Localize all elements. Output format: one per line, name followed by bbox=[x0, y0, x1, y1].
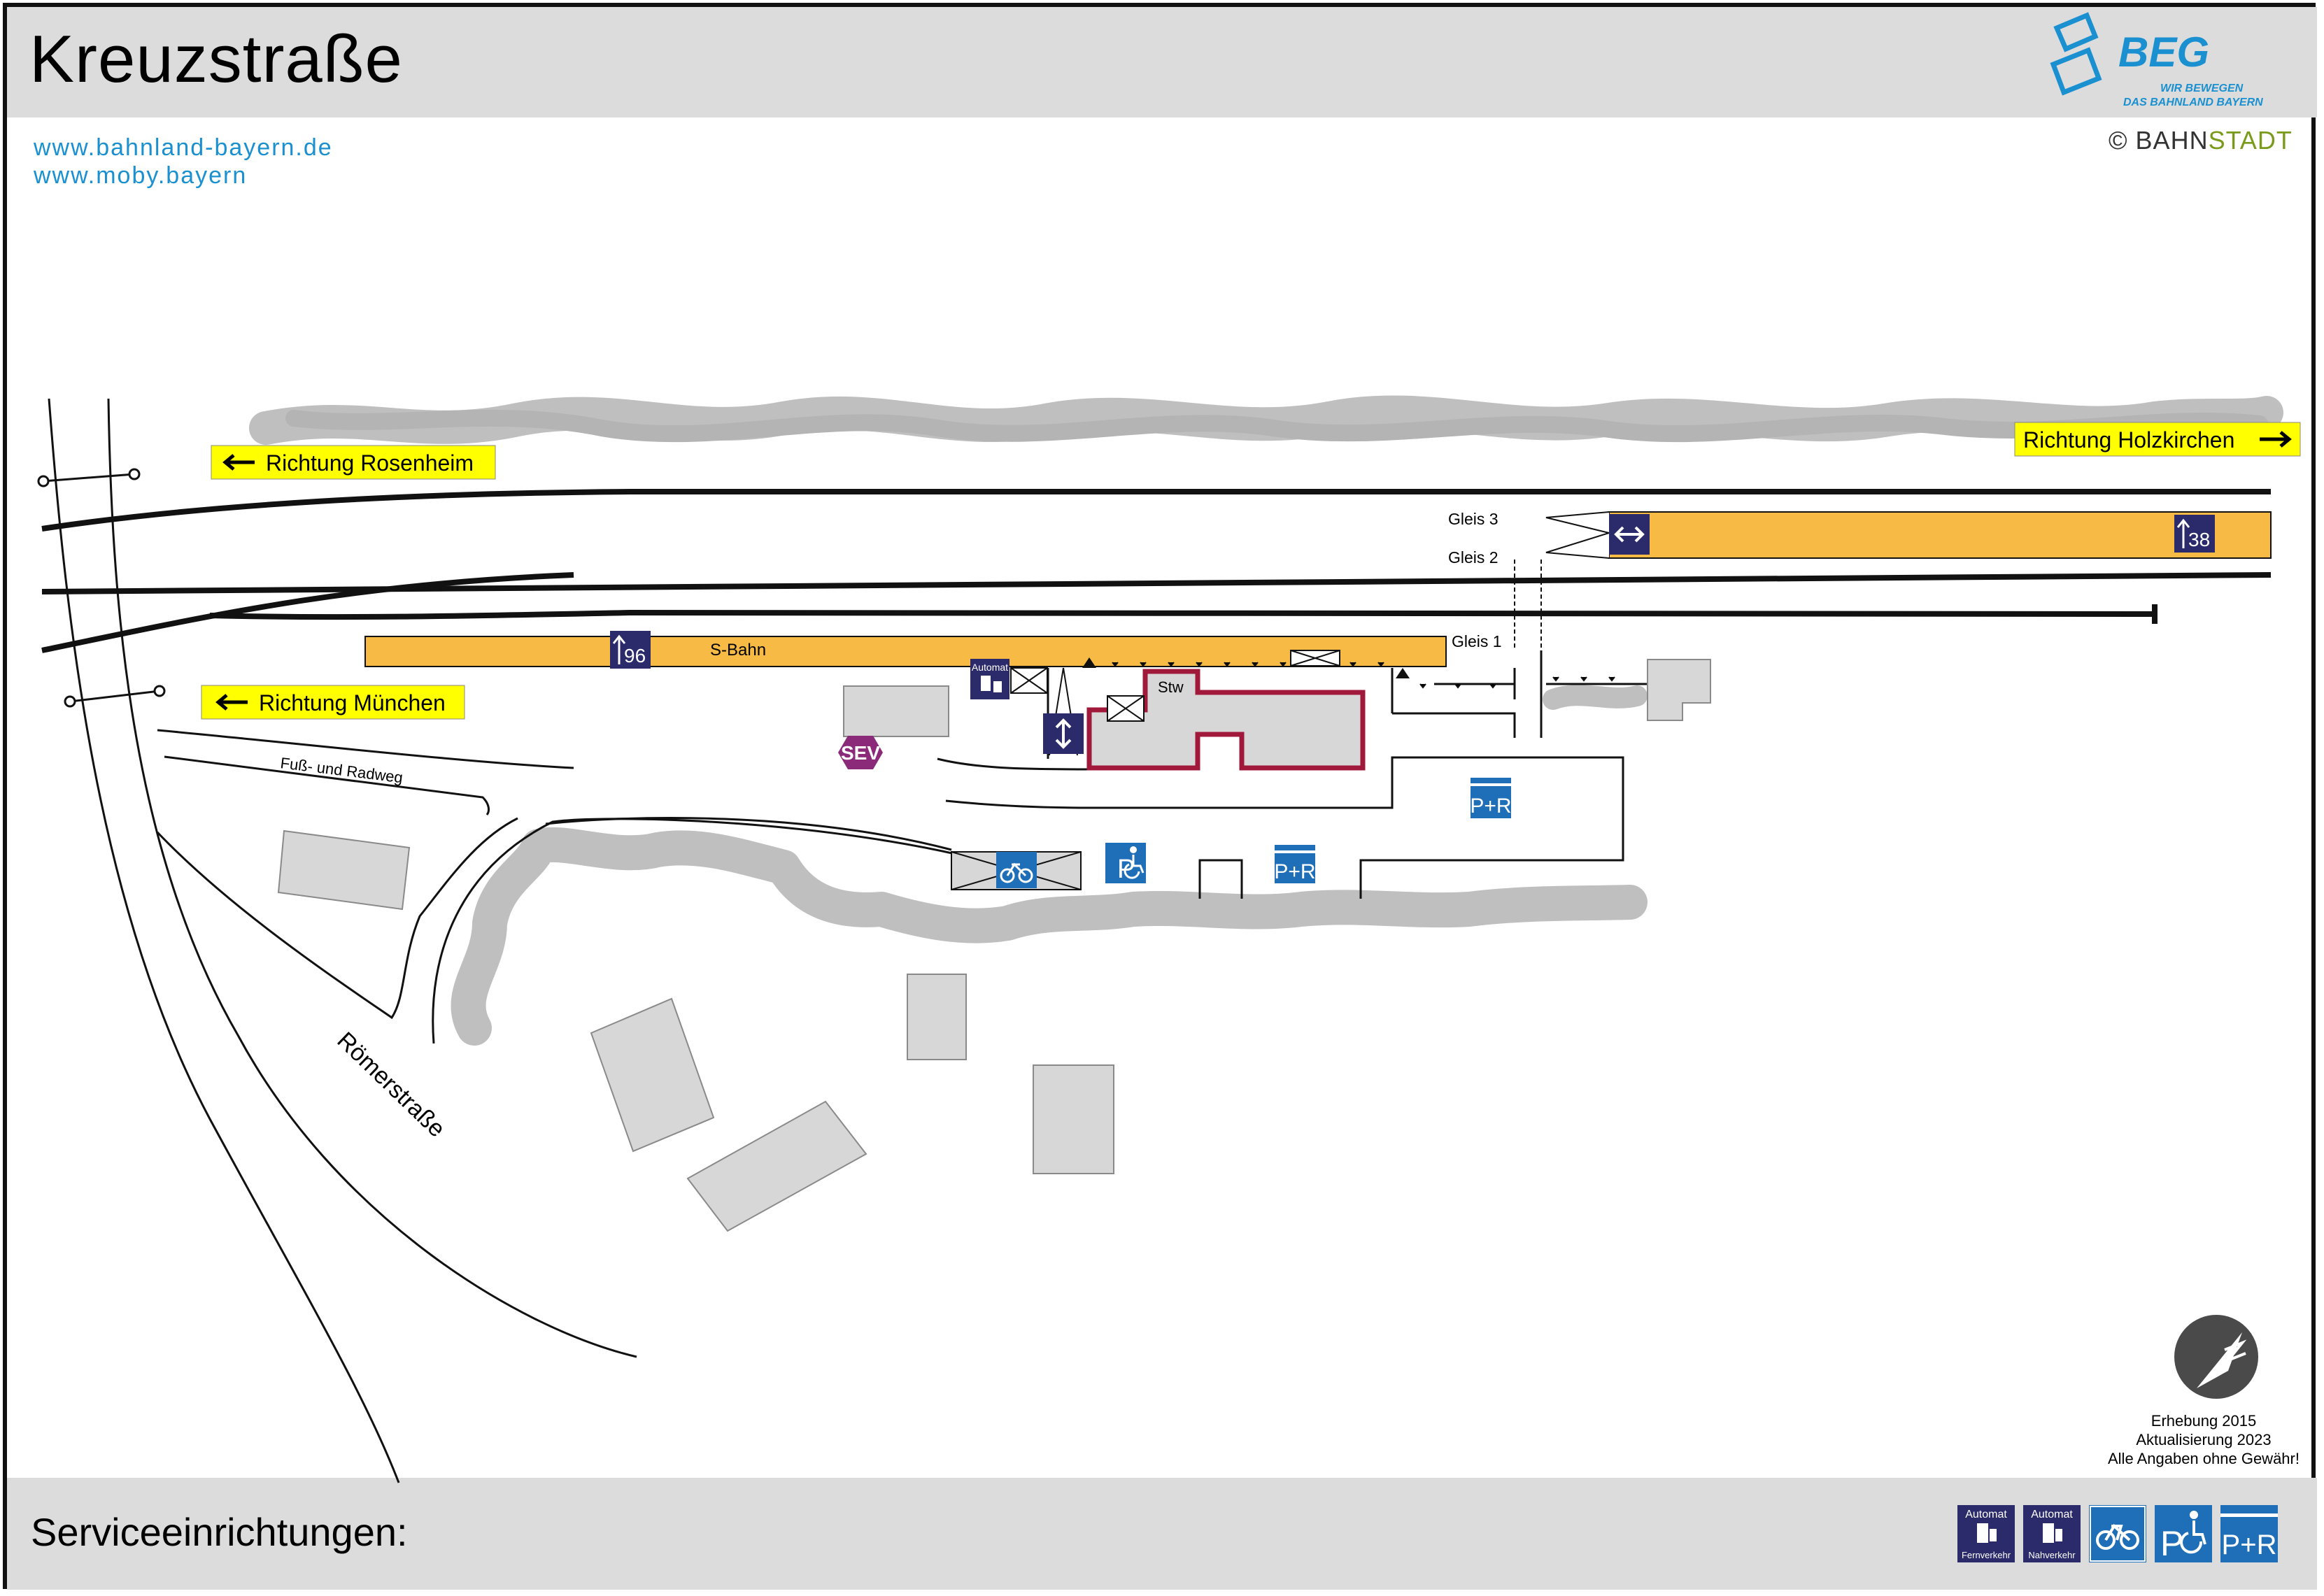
survey-line-1: Erhebung 2015 bbox=[2151, 1412, 2257, 1430]
svg-text:P+R: P+R bbox=[2222, 1530, 2277, 1560]
sev-bus-stop-icon: SEV bbox=[838, 736, 883, 769]
station-building-stw bbox=[1086, 669, 1366, 771]
signals-west bbox=[37, 468, 166, 708]
ticket-machine-regional-icon[interactable]: Automat Nahverkehr bbox=[2023, 1505, 2081, 1562]
ticket-machine-long-distance-icon[interactable]: Automat Fernverkehr bbox=[1957, 1505, 2015, 1562]
vegetation-south bbox=[451, 827, 1648, 1046]
label-s-bahn: S-Bahn bbox=[710, 641, 766, 660]
svg-text:Automat: Automat bbox=[1965, 1509, 2007, 1520]
platform-height-marker-38: 38 bbox=[2174, 515, 2215, 553]
svg-text:38: 38 bbox=[2188, 529, 2210, 550]
ticket-machine-map-icon: Automat bbox=[970, 659, 1009, 699]
buildings bbox=[277, 659, 1711, 1232]
direction-sign-rosenheim: Richtung Rosenheim bbox=[211, 445, 496, 480]
survey-line-3: Alle Angaben ohne Gewähr! bbox=[2108, 1450, 2300, 1467]
page-title: Kreuzstraße bbox=[29, 22, 403, 97]
header-bar bbox=[7, 7, 2317, 117]
park-and-ride-map-icon-1: P+R bbox=[1470, 778, 1512, 818]
disabled-parking-map-icon: P bbox=[1105, 843, 1146, 884]
platform-gleis-2-3 bbox=[1608, 511, 2272, 559]
park-and-ride-icon[interactable]: P+R bbox=[2220, 1505, 2278, 1562]
direction-sign-muenchen: Richtung München bbox=[201, 685, 465, 720]
bike-parking-map bbox=[951, 851, 1082, 890]
survey-line-2: Aktualisierung 2023 bbox=[2136, 1431, 2272, 1448]
disabled-parking-icon[interactable]: P bbox=[2155, 1505, 2212, 1562]
elevator-icon bbox=[1043, 713, 1084, 754]
label-gleis-3: Gleis 3 bbox=[1448, 510, 1498, 528]
svg-text:Fernverkehr: Fernverkehr bbox=[1962, 1550, 2011, 1560]
svg-text:SEV: SEV bbox=[841, 742, 880, 764]
station-road bbox=[545, 650, 1648, 899]
copyright-bahn: BAHN bbox=[2135, 126, 2209, 155]
stairs-crossed-box-3 bbox=[1290, 650, 1340, 667]
label-gleis-2: Gleis 2 bbox=[1448, 548, 1498, 567]
svg-text:Automat: Automat bbox=[972, 662, 1008, 673]
bicycle-parking-icon[interactable] bbox=[2089, 1505, 2146, 1562]
svg-text:P: P bbox=[2160, 1524, 2183, 1562]
service-label: Serviceeinrichtungen: bbox=[31, 1510, 408, 1554]
copyright-symbol: © bbox=[2109, 126, 2128, 155]
railway-tracks bbox=[41, 489, 2272, 653]
svg-text:Richtung Rosenheim: Richtung Rosenheim bbox=[266, 450, 474, 476]
north-arrow-icon bbox=[2174, 1315, 2258, 1399]
platform-gleis-1 bbox=[364, 636, 1447, 667]
beg-logo-name: BEG bbox=[2118, 29, 2210, 76]
survey-info: Erhebung 2015 Aktualisierung 2023 Alle A… bbox=[2099, 1411, 2309, 1468]
link-moby-bayern[interactable]: www.moby.bayern bbox=[34, 162, 248, 189]
footer-bar bbox=[7, 1478, 2317, 1590]
svg-text:Nahverkehr: Nahverkehr bbox=[2028, 1550, 2076, 1560]
beg-slogan-line-2: DAS BAHNLAND BAYERN bbox=[2123, 97, 2263, 108]
vegetation-east-patch bbox=[1543, 685, 1648, 710]
crossing-arrow-icon bbox=[1609, 514, 1650, 555]
stairs-crossed-box-2 bbox=[1107, 695, 1145, 722]
svg-text:96: 96 bbox=[624, 645, 646, 667]
svg-text:P+R: P+R bbox=[1274, 860, 1315, 883]
copyright-stadt: STADT bbox=[2208, 126, 2293, 155]
copyright-bahnstadt: © BAHNSTADT bbox=[2109, 126, 2293, 155]
svg-text:Automat: Automat bbox=[2031, 1509, 2073, 1520]
link-bahnland-bayern[interactable]: www.bahnland-bayern.de bbox=[34, 134, 333, 161]
beg-slogan-line-1: WIR BEWEGEN bbox=[2160, 83, 2244, 94]
park-and-ride-map-icon-2: P+R bbox=[1274, 845, 1316, 883]
label-gleis-1: Gleis 1 bbox=[1452, 632, 1502, 650]
platform-entry-markers bbox=[1082, 657, 1410, 678]
platform-bench-marks bbox=[1112, 662, 1615, 689]
platform-gleis-2-3-ramp bbox=[1545, 511, 1612, 559]
svg-text:Richtung Holzkirchen: Richtung Holzkirchen bbox=[2023, 427, 2234, 453]
platform-height-marker-96: 96 bbox=[610, 631, 651, 669]
road-lines-west bbox=[48, 398, 1092, 1483]
label-roemerstrasse: Römerstraße bbox=[332, 1027, 450, 1142]
label-stw: Stw bbox=[1158, 678, 1184, 696]
label-fuss-und-radweg: Fuß- und Radweg bbox=[279, 754, 404, 786]
direction-sign-holzkirchen: Richtung Holzkirchen bbox=[2014, 422, 2301, 457]
beg-logo bbox=[2050, 12, 2102, 96]
vegetation-north bbox=[249, 395, 2283, 445]
svg-text:P+R: P+R bbox=[1470, 795, 1511, 818]
stairs-crossed-box-1 bbox=[1010, 667, 1048, 694]
svg-text:Richtung München: Richtung München bbox=[259, 690, 446, 715]
